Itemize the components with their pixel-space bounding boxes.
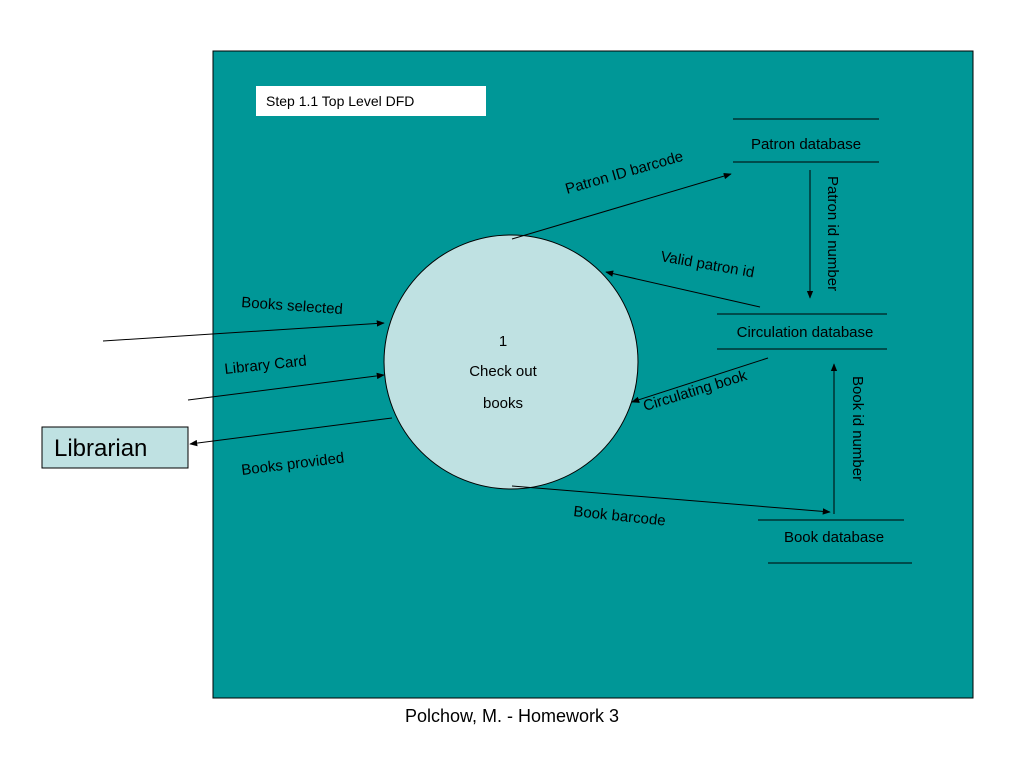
process-label-line2: books — [483, 395, 523, 412]
diagram-title: Step 1.1 Top Level DFD — [266, 93, 414, 109]
flow-library-card-arrow — [187, 372, 385, 401]
external-entity-librarian — [41, 426, 189, 469]
flow-book-barcode-arrow — [511, 485, 831, 515]
data-store-patron: Patron database — [733, 118, 879, 163]
librarian-label: Librarian — [54, 435, 147, 462]
flow-circulating-book-arrow — [631, 357, 769, 403]
flow-patron-id-barcode-arrow — [511, 172, 732, 240]
flow-label-patron-id-number: Patron id number — [824, 176, 841, 291]
flow-books-provided-arrow — [189, 417, 393, 447]
patron-database-label: Patron database — [751, 136, 861, 153]
process-number: 1 — [499, 333, 507, 350]
book-database-label: Book database — [784, 529, 884, 546]
flow-valid-patron-id-arrow — [605, 270, 761, 308]
data-store-circulation: Circulation database — [717, 313, 887, 350]
footer-credit: Polchow, M. - Homework 3 — [404, 706, 620, 726]
title-box — [256, 86, 486, 116]
process-check-out-books — [383, 234, 639, 490]
flow-books-selected-arrow — [102, 320, 385, 342]
flow-label-book-id-number: Book id number — [849, 376, 866, 481]
circulation-database-label: Circulation database — [737, 324, 874, 341]
process-label-line1: Check out — [469, 363, 537, 380]
data-store-book: Book database — [758, 519, 912, 564]
